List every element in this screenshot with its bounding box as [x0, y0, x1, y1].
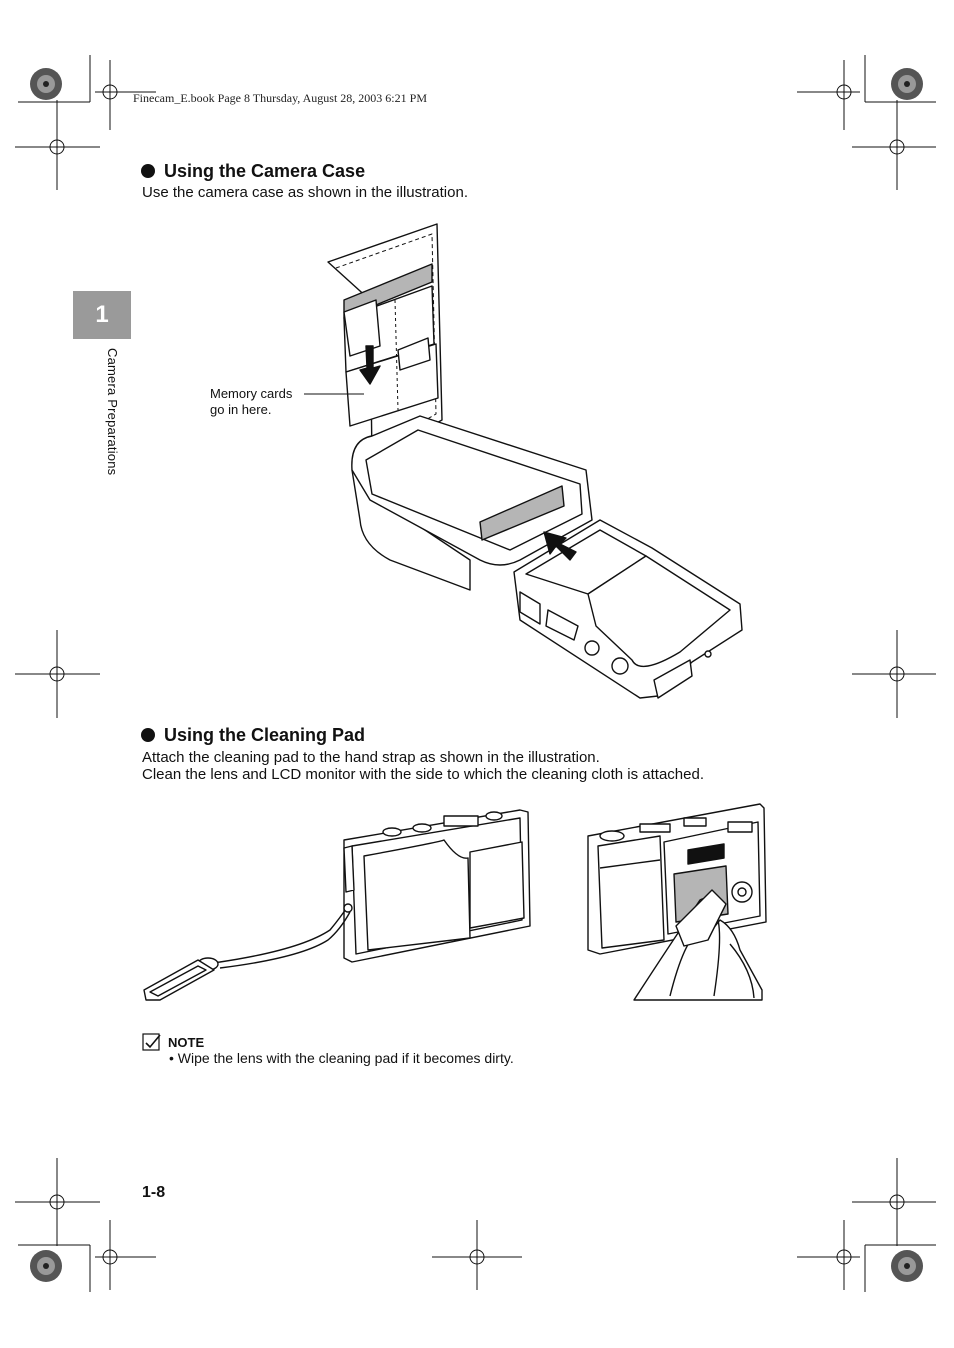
section-title-cleaning-pad: Using the Cleaning Pad [141, 725, 365, 746]
note-item: • Wipe the lens with the cleaning pad if… [169, 1050, 514, 1066]
section-title-camera-case: Using the Camera Case [141, 161, 365, 182]
section-body-cleaning-pad-2: Clean the lens and LCD monitor with the … [142, 766, 704, 783]
section-body-cleaning-pad-1: Attach the cleaning pad to the hand stra… [142, 749, 600, 766]
chapter-tab: 1 [73, 291, 131, 339]
section-body-camera-case: Use the camera case as shown in the illu… [142, 184, 468, 201]
book-header: Finecam_E.book Page 8 Thursday, August 2… [133, 91, 427, 105]
bullet-icon [141, 728, 155, 742]
memory-card-callout: Memory cards go in here. [210, 386, 293, 417]
page-number: 1-8 [142, 1184, 166, 1201]
note-icon [142, 1033, 161, 1051]
note-label: NOTE [168, 1035, 205, 1050]
bullet-icon [141, 164, 155, 178]
